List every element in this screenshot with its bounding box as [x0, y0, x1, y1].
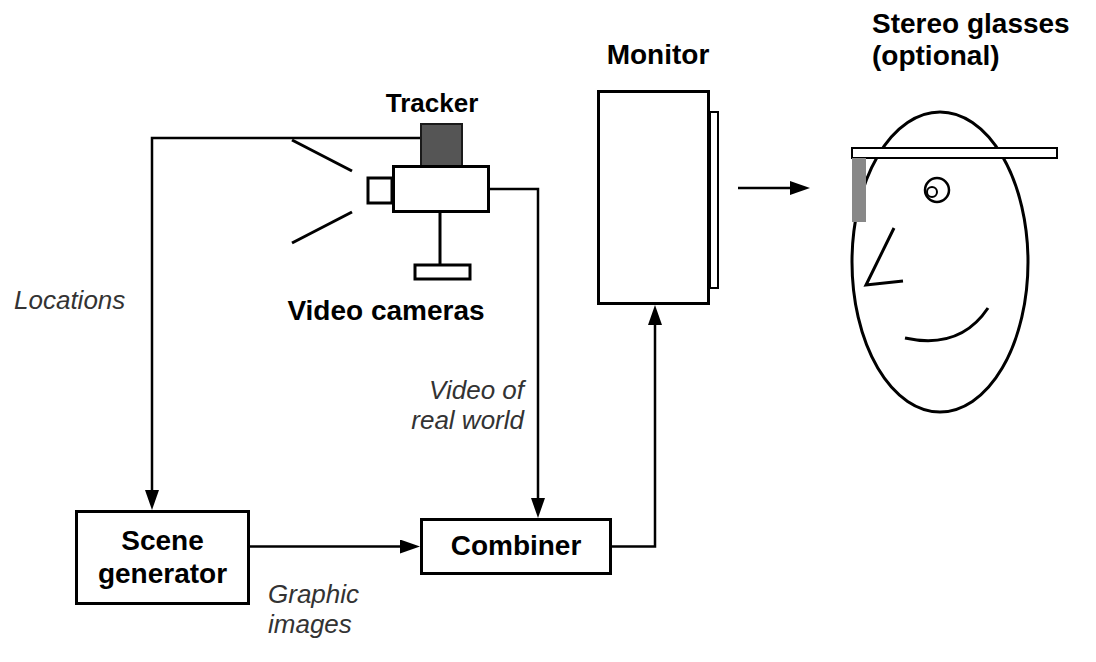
- node-heading: Monitor: [607, 39, 710, 71]
- connector-arrow: [738, 187, 802, 190]
- eye: [925, 178, 949, 202]
- monitor-panel: [710, 112, 718, 288]
- camera-body: Video cameras: [392, 165, 490, 213]
- process-box: Scene generator: [75, 510, 250, 605]
- glasses-lens: [852, 158, 866, 222]
- node-heading: Stereo glasses (optional): [872, 8, 1087, 72]
- nose: [866, 228, 903, 285]
- node-label: Combiner: [445, 530, 588, 562]
- mouth: [905, 308, 988, 341]
- process-box: Combiner: [420, 518, 612, 575]
- view-line: [292, 140, 352, 171]
- glasses-frame: [852, 148, 1057, 158]
- node-label: Scene generator: [78, 525, 247, 589]
- camera-base: [415, 265, 470, 279]
- node-heading: Video cameras: [287, 295, 484, 327]
- tracker-box: Tracker: [420, 123, 463, 167]
- node-heading: Tracker: [386, 89, 479, 119]
- head-figure: Stereo glasses (optional): [850, 110, 1060, 412]
- monitor-box: Monitor: [597, 90, 710, 305]
- edge-label: Video of real world: [392, 376, 524, 436]
- edge-label: Graphic images: [268, 580, 383, 640]
- view-line: [292, 212, 352, 243]
- camera-lens: [368, 178, 392, 203]
- camera-stand: [439, 213, 442, 265]
- edge-label: Locations: [14, 286, 139, 316]
- connector-arrow: [612, 313, 655, 547]
- connector-arrow: [250, 545, 412, 548]
- pupil: [927, 187, 937, 197]
- connector-arrow: [490, 189, 538, 510]
